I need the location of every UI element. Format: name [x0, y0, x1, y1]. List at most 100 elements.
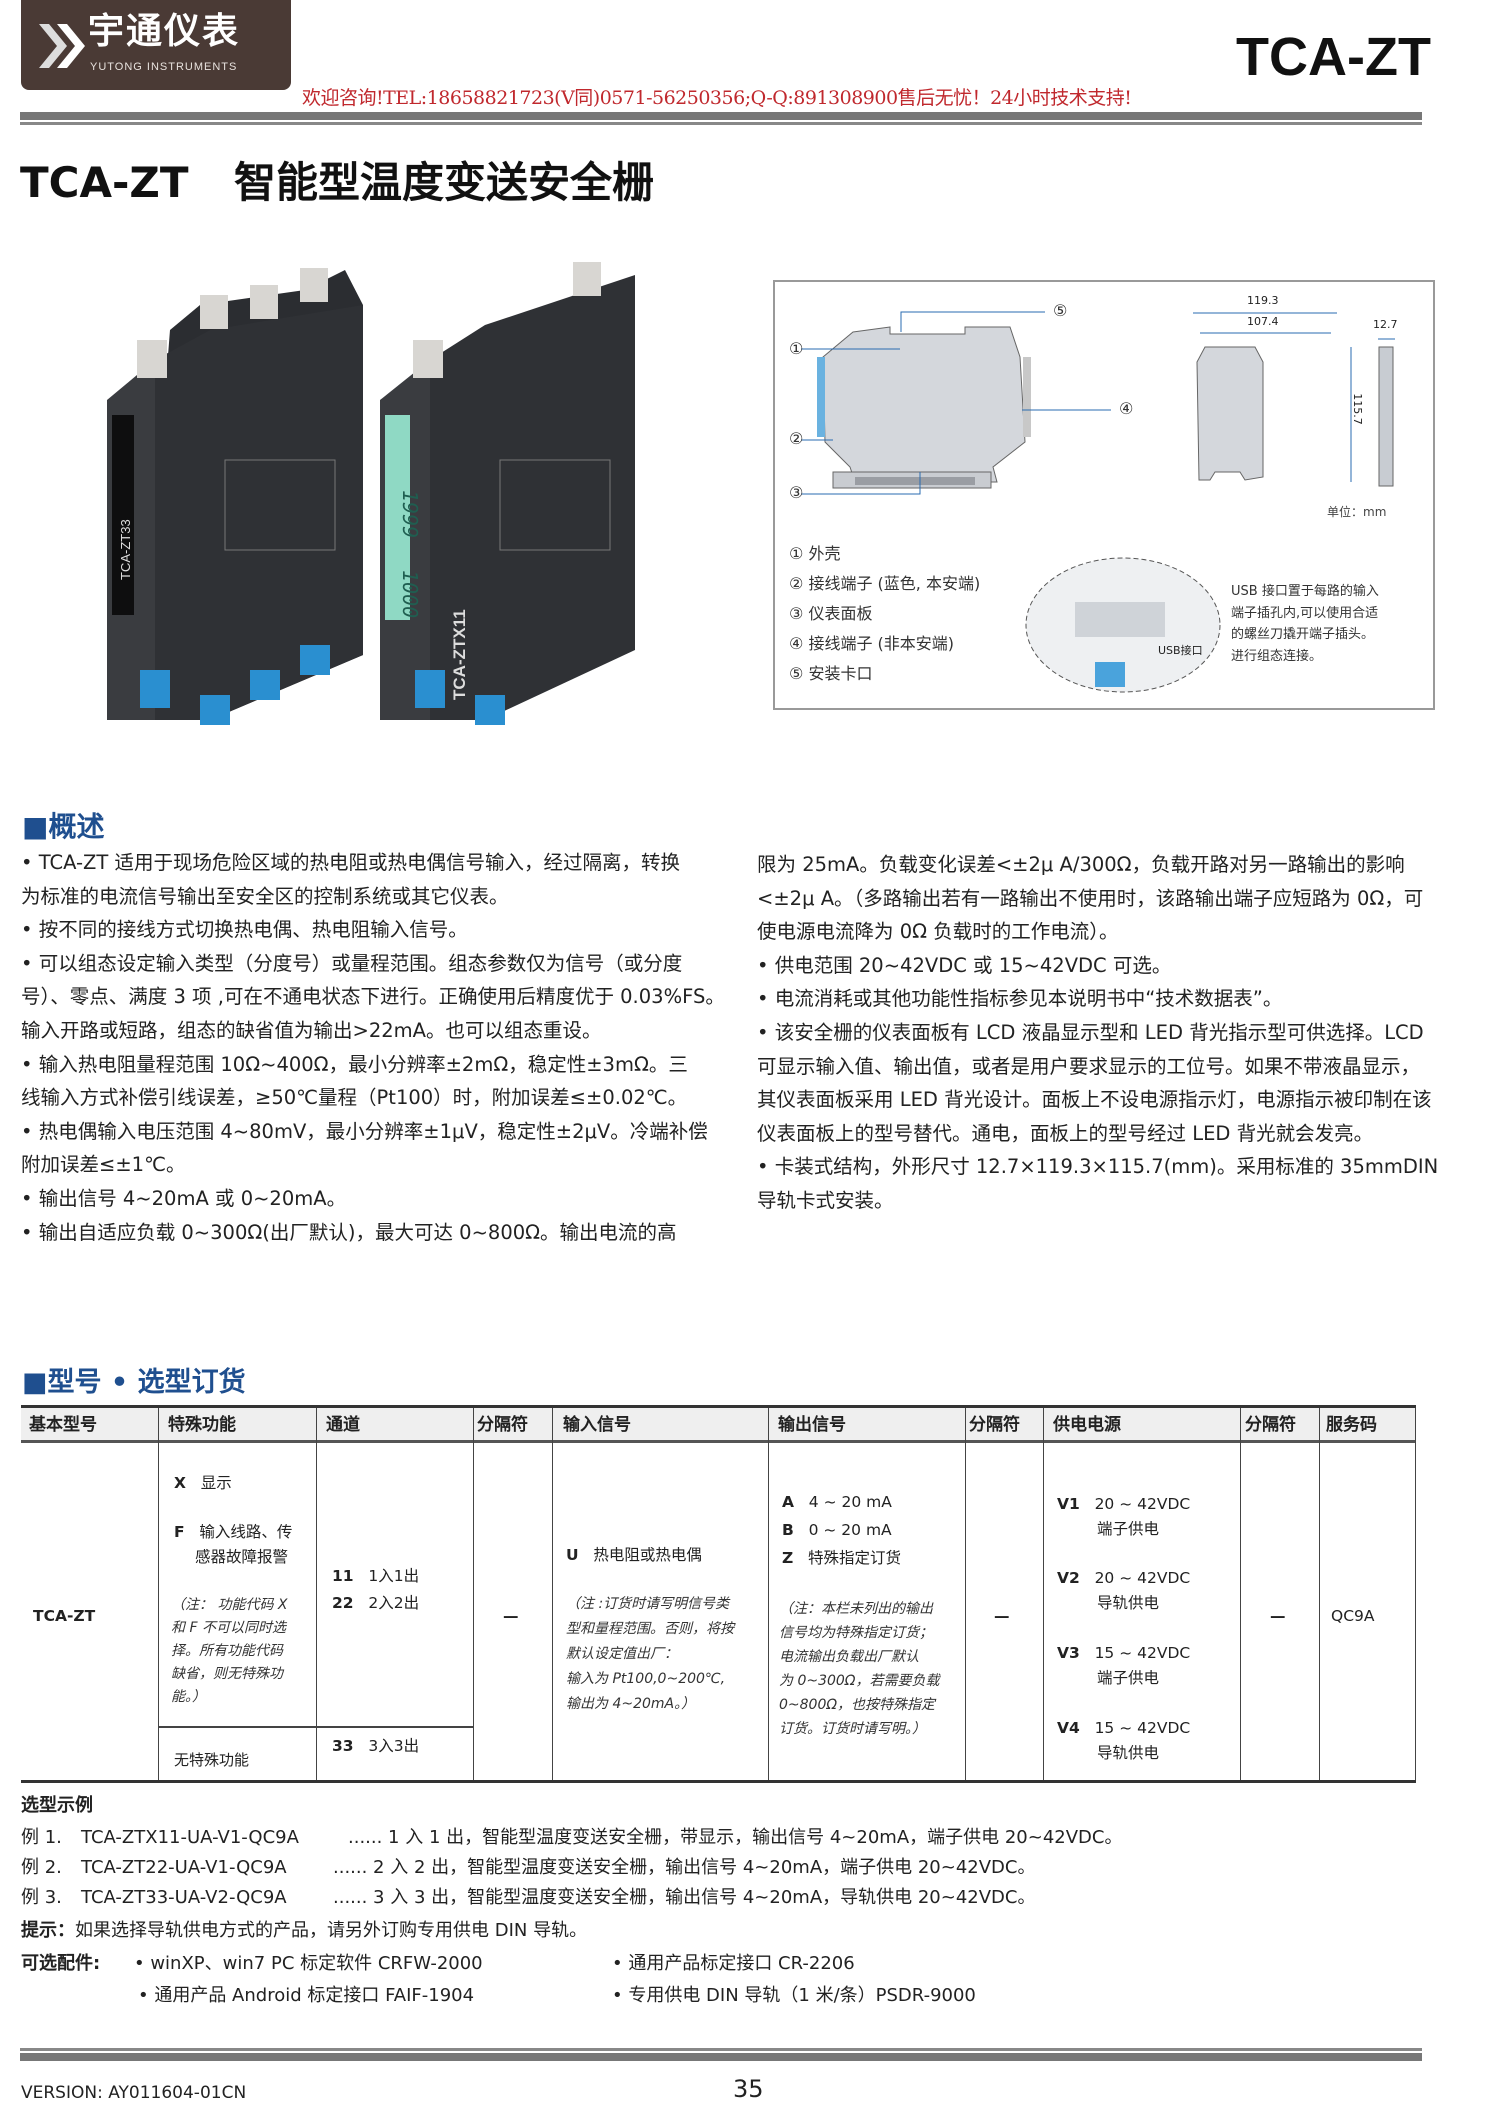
accessory-item: • winXP、win7 PC 标定软件 CRFW-2000 [134, 1953, 483, 1974]
examples-heading: 选型示例 [21, 1795, 93, 1816]
overview-line: 可显示输入值、输出值，或者是用户要求显示的工位号。如果不带液晶显示， [757, 1054, 1421, 1078]
example-label: 例 3. [21, 1887, 62, 1908]
power-type: 端子供电 [1097, 1669, 1160, 1687]
page-title-model: TCA-ZT [20, 158, 189, 207]
legend-item: ④ 接线端子 (非本安端) [789, 634, 955, 653]
special-f: F 输入线路、传 [174, 1523, 293, 1541]
output-option: A 4 ~ 20 mA [782, 1493, 892, 1511]
overview-line: • 电流消耗或其他功能性指标参见本说明书中“技术数据表”。 [757, 987, 1283, 1011]
separator: — [994, 1607, 1010, 1625]
col-header: 供电电源 [1053, 1415, 1121, 1435]
column-divider [552, 1408, 553, 1780]
example-code: TCA-ZT22-UA-V1-QC9A [81, 1857, 287, 1878]
channel-option: 33 3入3出 [332, 1737, 420, 1755]
overview-heading: ■概述 [22, 810, 105, 843]
table-header [21, 1408, 1416, 1443]
header-model: TCA-ZT [1236, 27, 1431, 87]
power-option: V1 20 ~ 42VDC [1057, 1495, 1191, 1513]
col-header: 输入信号 [563, 1415, 631, 1435]
input-note: 型和量程范围。否则，将按 [566, 1621, 734, 1637]
separator: — [503, 1607, 519, 1625]
output-note: 为 0~300Ω，若需要负载 [779, 1673, 940, 1689]
legend-item: ② 接线端子 (蓝色, 本安端) [789, 574, 981, 593]
channel-option: 22 2入2出 [332, 1594, 420, 1612]
special-f-cont: 感器故障报警 [195, 1548, 289, 1566]
special-none: 无特殊功能 [174, 1751, 250, 1769]
unit-label: 单位：mm [1327, 505, 1387, 519]
example-label: 例 1. [21, 1827, 62, 1848]
example-code: TCA-ZTX11-UA-V1-QC9A [81, 1827, 299, 1848]
overview-line: • 输入热电阻量程范围 10Ω~400Ω，最小分辨率±2mΩ，稳定性±3mΩ。三 [21, 1052, 688, 1076]
col-header: 特殊功能 [168, 1415, 236, 1435]
col-header: 分隔符 [969, 1415, 1020, 1435]
row-divider [158, 1726, 473, 1728]
logo-subtext: YUTONG INSTRUMENTS [90, 61, 238, 73]
legend-item: ① 外壳 [789, 544, 841, 563]
accessory-item: • 通用产品 Android 标定接口 FAIF-1904 [138, 1985, 475, 2006]
dim-height: 115.7 [1350, 393, 1364, 425]
version-label: VERSION: AY011604-01CN [21, 2083, 247, 2103]
output-note: 0~800Ω，也按特殊指定 [779, 1697, 936, 1713]
column-divider [1240, 1408, 1241, 1780]
service-code: QC9A [1331, 1607, 1375, 1625]
output-note: 订货。订货时请写明。） [779, 1721, 926, 1737]
col-header: 输出信号 [778, 1415, 846, 1435]
contact-line: 欢迎咨询!TEL:18658821723(V同)0571-56250356;Q-… [302, 87, 1132, 109]
channel-option: 11 1入1出 [332, 1567, 420, 1585]
output-option: Z 特殊指定订货 [782, 1549, 902, 1567]
column-divider [473, 1408, 474, 1780]
dimension-diagram: ① ② ③ ④ ⑤ 119.3 107.4 12.7 115.7 单位：mm ①… [773, 280, 1435, 710]
example-desc: ...... 1 入 1 出，智能型温度变送安全栅，带显示，输出信号 4~20m… [348, 1827, 1123, 1848]
column-divider [965, 1408, 966, 1780]
overview-line: • 供电范围 20~42VDC 或 15~42VDC 可选。 [757, 953, 1172, 977]
accessory-item: • 通用产品标定接口 CR-2206 [612, 1953, 855, 1974]
overview-line: 附加误差≤±1℃。 [21, 1153, 186, 1177]
page-number: 35 [733, 2075, 764, 2103]
legend-item: ③ 仪表面板 [789, 604, 873, 623]
callout-1: ① [789, 339, 804, 358]
power-type: 端子供电 [1097, 1520, 1160, 1538]
dim-width-outer: 119.3 [1247, 294, 1279, 307]
special-note: 缺省，则无特殊功 [171, 1666, 283, 1682]
lcd-bottom-value: 1000 [398, 570, 422, 618]
separator: — [1270, 1607, 1286, 1625]
overview-line: 限为 25mA。负载变化误差<±2μ A/300Ω，负载开路对另一路输出的影响 [757, 853, 1405, 876]
power-type: 导轨供电 [1097, 1744, 1160, 1762]
output-option: B 0 ~ 20 mA [782, 1521, 892, 1539]
overview-line: • 该安全栅的仪表面板有 LCD 液晶显示型和 LED 背光指示型可供选择。LC… [757, 1021, 1424, 1044]
col-header: 分隔符 [477, 1415, 528, 1435]
column-divider [1043, 1408, 1044, 1780]
power-type: 导轨供电 [1097, 1594, 1160, 1612]
overview-line: • TCA-ZT 适用于现场危险区域的热电阻或热电偶信号输入，经过隔离，转换 [21, 851, 681, 874]
overview-line: 线输入方式补偿引线误差，≥50℃量程（Pt100）时，附加误差≤±0.02℃。 [21, 1086, 688, 1110]
power-option: V2 20 ~ 42VDC [1057, 1569, 1191, 1587]
device2-label: TCA-ZTX11 [450, 609, 469, 700]
overview-line: 仪表面板上的型号替代。通电，面板上的型号经过 LED 背光就会发亮。 [757, 1121, 1374, 1145]
tip: 提示：如果选择导轨供电方式的产品，请另外订购专用供电 DIN 导轨。 [21, 1920, 588, 1941]
overview-line: 输入开路或短路，组态的缺省值为输出>22mA。也可以组态重设。 [21, 1019, 602, 1042]
device-ztx11 [380, 262, 635, 725]
input-note: 输入为 Pt100,0~200℃, [566, 1671, 726, 1687]
accessory-item: • 专用供电 DIN 导轨（1 米/条）PSDR-9000 [612, 1985, 976, 2006]
callout-5: ⑤ [1053, 301, 1068, 320]
legend-list: ① 外壳 ② 接线端子 (蓝色, 本安端) ③ 仪表面板 ④ 接线端子 (非本安… [789, 544, 980, 694]
column-divider [1415, 1408, 1416, 1780]
overview-line: 号）、零点、满度 3 项 ,可在不通电状态下进行。正确使用后精度优于 0.03%… [21, 985, 725, 1009]
device1-label: TCA-ZT33 [118, 519, 133, 580]
special-note: （注： 功能代码 X [171, 1597, 288, 1613]
overview-line: • 卡装式结构，外形尺寸 12.7×119.3×115.7(mm)。采用标准的 … [757, 1155, 1439, 1179]
special-note: 能。） [171, 1689, 206, 1705]
footer-rule-thin [20, 2048, 1422, 2051]
col-header: 分隔符 [1245, 1415, 1296, 1435]
power-option: V4 15 ~ 42VDC [1057, 1719, 1191, 1737]
power-option: V3 15 ~ 42VDC [1057, 1644, 1191, 1662]
overview-line: 使电源电流降为 0Ω 负载时的工作电流）。 [757, 920, 1119, 944]
overview-line: 为标准的电流信号输出至安全区的控制系统或其它仪表。 [21, 884, 509, 908]
column-divider [768, 1408, 769, 1780]
overview-line: • 输出自适应负载 0~300Ω(出厂默认)，最大可达 0~800Ω。输出电流的… [21, 1220, 677, 1244]
overview-line: <±2μ A。（多路输出若有一路输出不使用时，该路输出端子应短路为 0Ω，可 [757, 886, 1424, 910]
ordering-table: 基本型号 特殊功能 通道 分隔符 输入信号 输出信号 分隔符 供电电源 分隔符 … [21, 1405, 1416, 1783]
dim-width-inner: 107.4 [1247, 315, 1279, 328]
col-header: 通道 [326, 1415, 360, 1435]
overview-line: 其仪表面板采用 LED 背光设计。面板上不设电源指示灯，电源指示被印制在该 [757, 1088, 1432, 1112]
